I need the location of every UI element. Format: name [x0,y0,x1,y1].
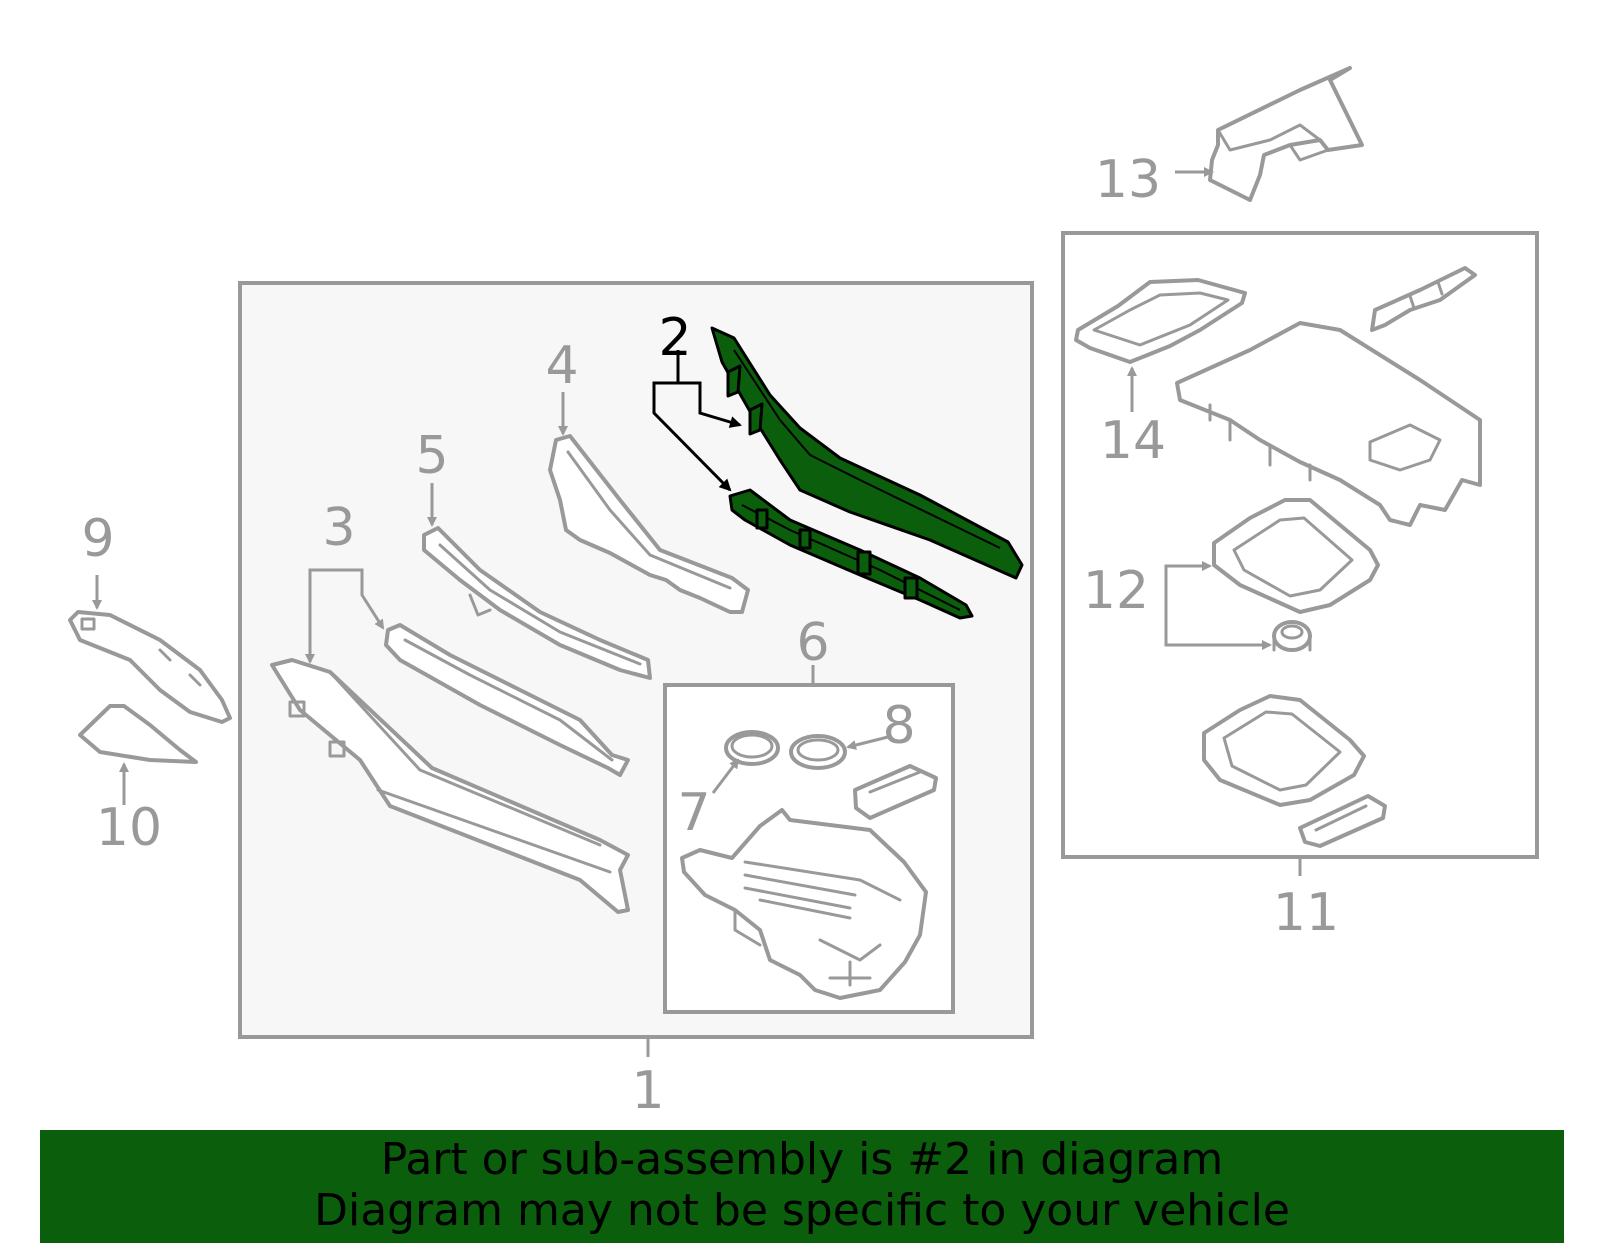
part-13-bracket [1208,66,1364,202]
callout-1: 1 [631,1061,664,1121]
part-10-cover [78,704,198,764]
part-11-lower-bezel [1202,694,1366,807]
part-11-strip [1370,266,1477,332]
callout-10: 10 [96,798,162,858]
part-3b-strip [384,623,630,777]
callout-14: 14 [1100,411,1166,471]
part-6-clip [853,764,938,820]
part-5-bracket [422,526,652,680]
part-9-trim [68,610,232,724]
callout-8: 8 [882,696,915,756]
part-8-ring [789,734,847,770]
part-2-highlighted [710,326,1024,620]
callout-2: 2 [658,308,691,368]
info-banner: Part or sub-assembly is #2 in diagram Di… [40,1130,1564,1243]
callout-3: 3 [322,498,355,558]
callout-11: 11 [1273,883,1339,943]
callout-13: 13 [1095,150,1161,210]
part-12-knob [1272,620,1312,652]
callout-12: 12 [1083,561,1149,621]
banner-line-1: Part or sub-assembly is #2 in diagram [380,1134,1224,1185]
callout-6: 6 [796,613,829,673]
part-7-ring [724,730,780,766]
callout-4: 4 [545,336,578,396]
callout-7: 7 [677,783,710,843]
part-6-cupholder [680,808,928,1000]
callout-5: 5 [415,426,448,486]
part-14-tray [1074,278,1247,364]
part-3-trim [270,658,630,914]
part-11-switch [1298,794,1387,848]
part-4-panel [548,434,750,614]
callout-9: 9 [81,509,114,569]
part-12-bezel [1212,498,1380,614]
banner-line-2: Diagram may not be specific to your vehi… [314,1185,1290,1236]
part-11-console-top [1175,321,1482,527]
